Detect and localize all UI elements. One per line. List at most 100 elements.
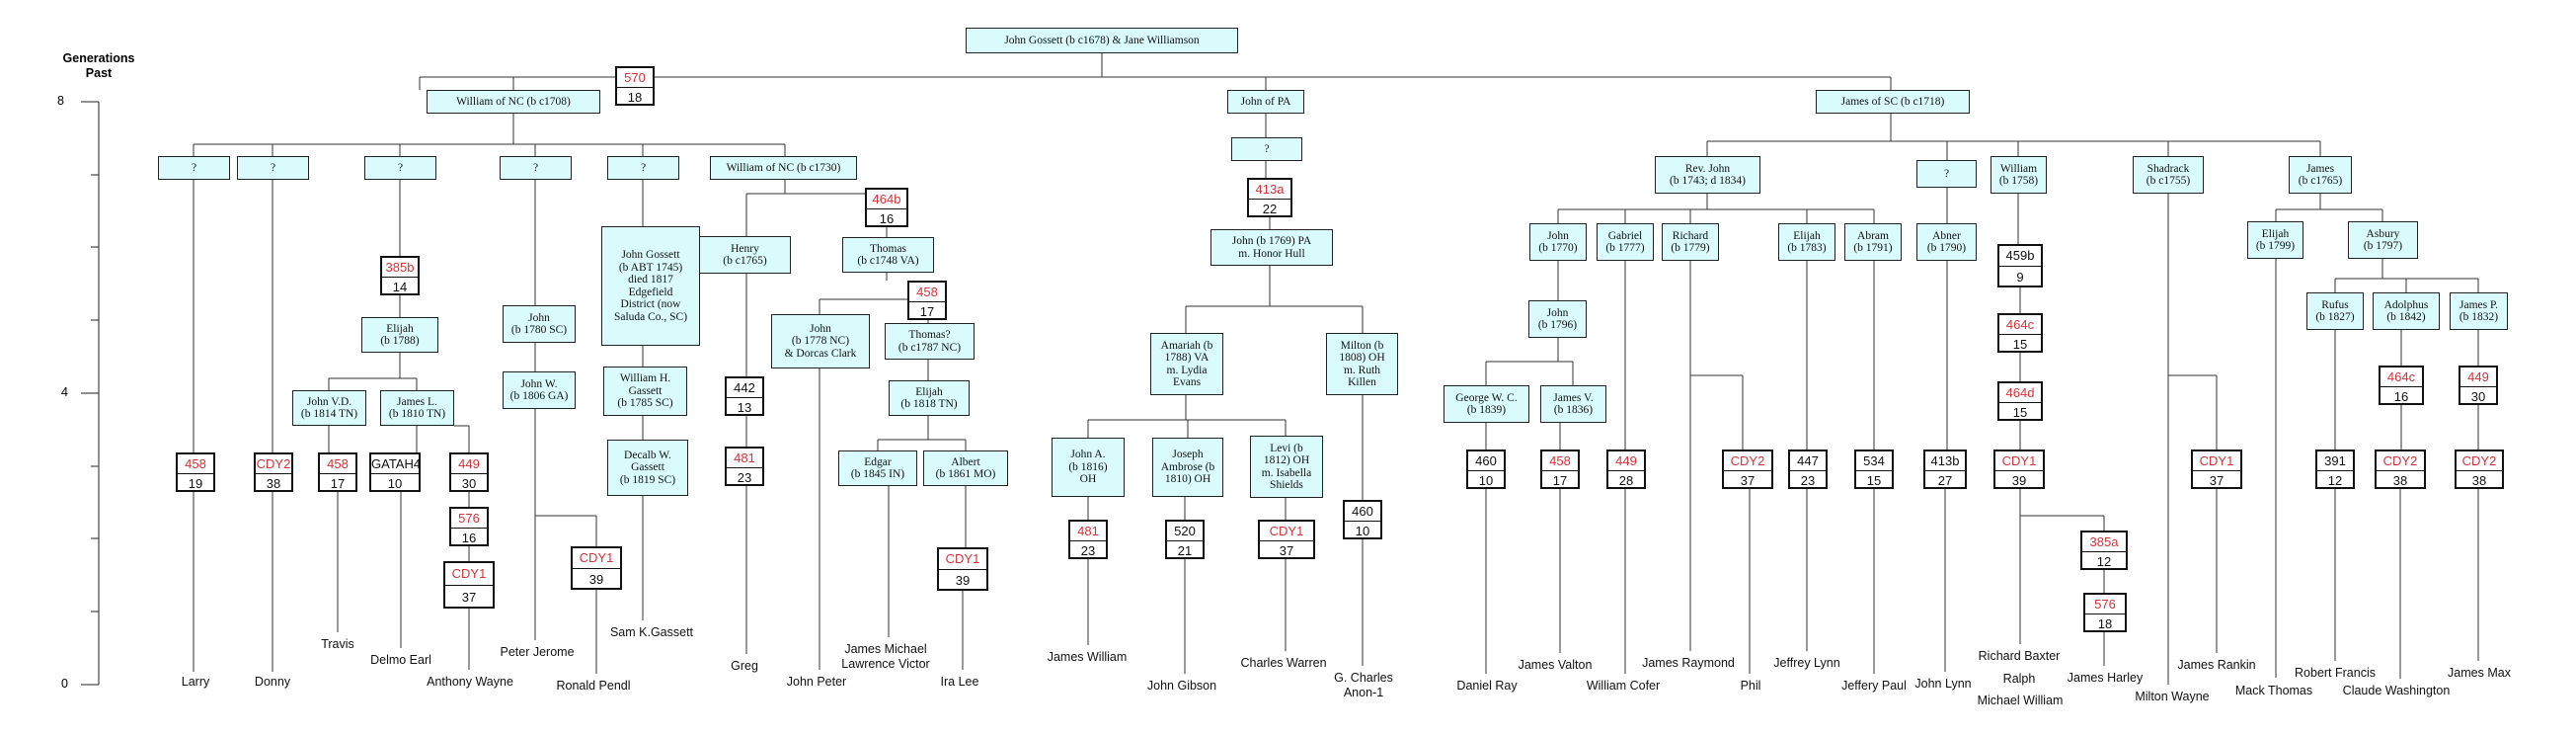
ancestor-elijah-1818: Elijah (b 1818 TN) [889,380,970,416]
marker-label: 447 [1790,451,1826,471]
marker-count: 37 [461,590,477,605]
marker-label: 460 [1345,502,1380,522]
marker-count: 17 [919,304,935,319]
marker-label: CDY1 [1260,522,1313,541]
marker-label: 481 [727,449,762,468]
participant-name: Anthony Wayne [427,675,513,689]
participant-name: James Rankin [2177,658,2256,672]
ancestor-unknown-1: ? [158,156,230,180]
marker-label: 464c [1999,315,2041,335]
marker-count: 38 [266,476,281,491]
marker-label: 576 [2085,595,2125,614]
marker-label: CDY2 [2377,451,2424,471]
marker-label: GATAH4 [371,454,421,474]
marker-count: 37 [1740,473,1756,488]
marker-label: CDY1 [939,549,986,570]
ancestor-adolphus: Adolphus (b 1842) [2373,292,2440,330]
marker-count: 18 [2097,616,2113,631]
tick-label-4: 4 [61,385,68,399]
participant-name: Jeffrey Lynn [1773,656,1840,670]
marker-count: 30 [461,476,477,491]
marker-count: 15 [1866,473,1882,488]
marker-label: 385a [2082,532,2126,552]
marker-label: 449 [451,454,487,474]
marker-label: CDY1 [573,548,620,569]
participant-name: Milton Wayne [2135,690,2210,703]
marker-count: 14 [392,280,408,294]
marker-label: 458 [178,454,213,474]
ancestor-abram: Abram (b 1791) [1844,223,1902,261]
ancestor-james-l: James L. (b 1810 TN) [380,390,454,426]
ancestor-john-1780: John (b 1780 SC) [503,305,576,343]
marker-count: 39 [955,573,971,588]
ancestor-henry: Henry (b c1765) [699,236,791,274]
marker-count: 28 [1618,473,1634,488]
tick-label-0: 0 [61,677,68,691]
marker-count: 23 [1800,473,1816,488]
ancestor-unknown-3: ? [364,156,436,180]
ancestor-unknown-2: ? [237,156,309,180]
participant-name: James Michael Lawrence Victor [841,642,930,671]
marker-label: 458 [320,454,355,474]
marker-count: 13 [737,400,752,415]
marker-count: 12 [2327,473,2343,488]
ancestor-james-sc-1718: James of SC (b c1718) [1816,90,1970,114]
participant-name: Richard Baxter [1978,649,2061,663]
marker-count: 17 [330,476,346,491]
participant-name: James Max [2448,666,2511,680]
ancestor-elijah-1783: Elijah (b 1783) [1778,223,1835,261]
ancestor-rufus: Rufus (b 1827) [2306,292,2364,330]
marker-label: 576 [451,509,487,529]
marker-count: 27 [1937,473,1953,488]
marker-label: CDY1 [445,563,493,586]
ancestor-root: John Gossett (b c1678) & Jane Williamson [966,28,1238,53]
marker-label: 534 [1856,451,1892,471]
marker-box: CDY1 39 [571,546,622,590]
participant-name: Phil [1740,679,1761,693]
marker-count: 16 [2393,389,2409,404]
marker-box: 464c 16 [2379,366,2424,405]
marker-label: CDY1 [2193,451,2240,471]
participant-name: James Valton [1518,658,1593,672]
participant-name: G. Charles Anon-1 [1334,671,1393,699]
ancestor-amariah: Amariah (b 1788) VA m. Lydia Evans [1150,333,1223,395]
ancestor-john-w: John W. (b 1806 GA) [503,371,576,409]
ancestor-george-wc: George W. C. (b 1839) [1444,385,1529,423]
participant-name: Peter Jerome [500,645,575,659]
ancestor-elijah-1788: Elijah (b 1788) [361,317,438,353]
marker-box: CDY1 37 [443,561,495,609]
tree-connectors [193,53,2479,685]
marker-count: 23 [1080,543,1096,558]
marker-label: 464c [2381,368,2422,387]
participant-name: Ronald Pendl [556,679,631,693]
marker-count: 17 [1552,473,1568,488]
marker-count: 39 [588,572,604,587]
ancestor-william-nc-1708: William of NC (b c1708) [427,90,600,114]
marker-label: CDY2 [1724,451,1771,471]
marker-label: 458 [909,283,945,302]
marker-label: 458 [1542,451,1578,471]
participant-name: Claude Washington [2342,684,2451,697]
marker-label: 520 [1167,522,1203,541]
ancestor-john-1796: John (b 1796) [1528,300,1587,338]
marker-count: 10 [1478,473,1494,488]
marker-count: 38 [2392,473,2408,488]
marker-label: 442 [727,378,762,398]
participant-name: Mack Thomas [2234,684,2313,697]
